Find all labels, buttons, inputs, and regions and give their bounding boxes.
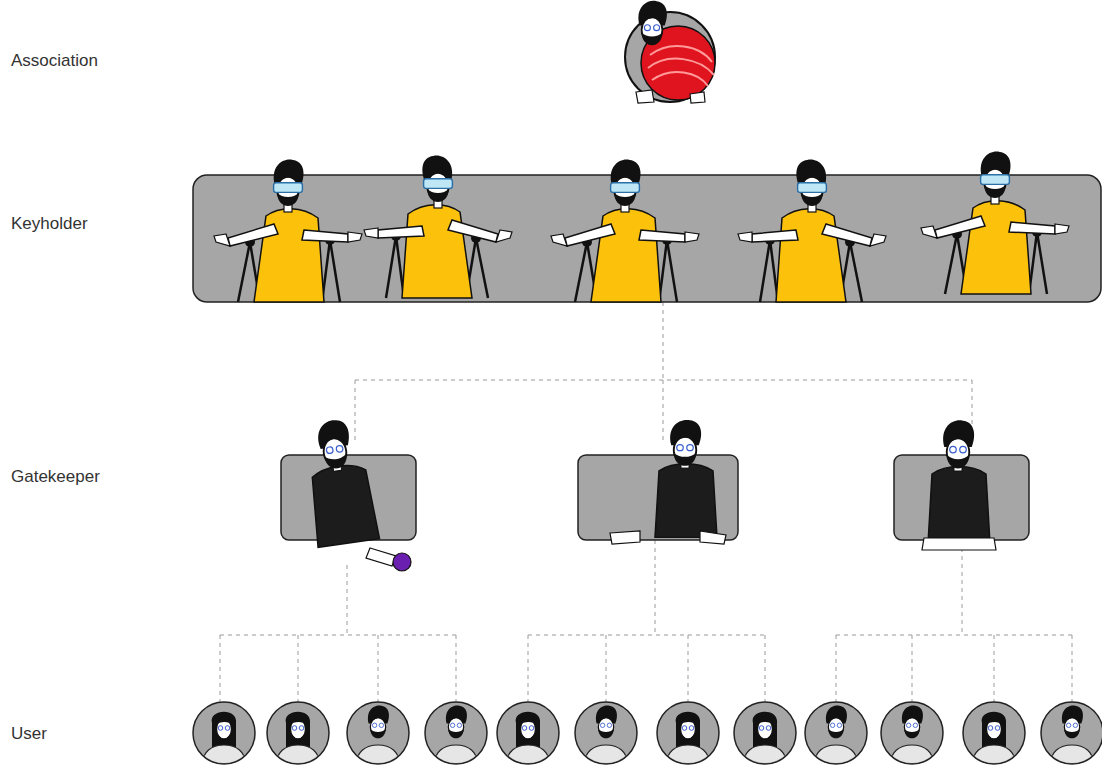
association-figure — [625, 1, 715, 103]
keyholder-band — [193, 152, 1101, 302]
row-label: Gatekeeper — [11, 466, 100, 488]
row-label: Keyholder — [11, 213, 88, 235]
row-label: Association — [11, 50, 98, 72]
row-label: User — [11, 723, 47, 745]
hierarchy-lines — [220, 302, 1072, 702]
gatekeeper-figures — [281, 416, 1029, 571]
user-avatars — [193, 702, 1102, 765]
